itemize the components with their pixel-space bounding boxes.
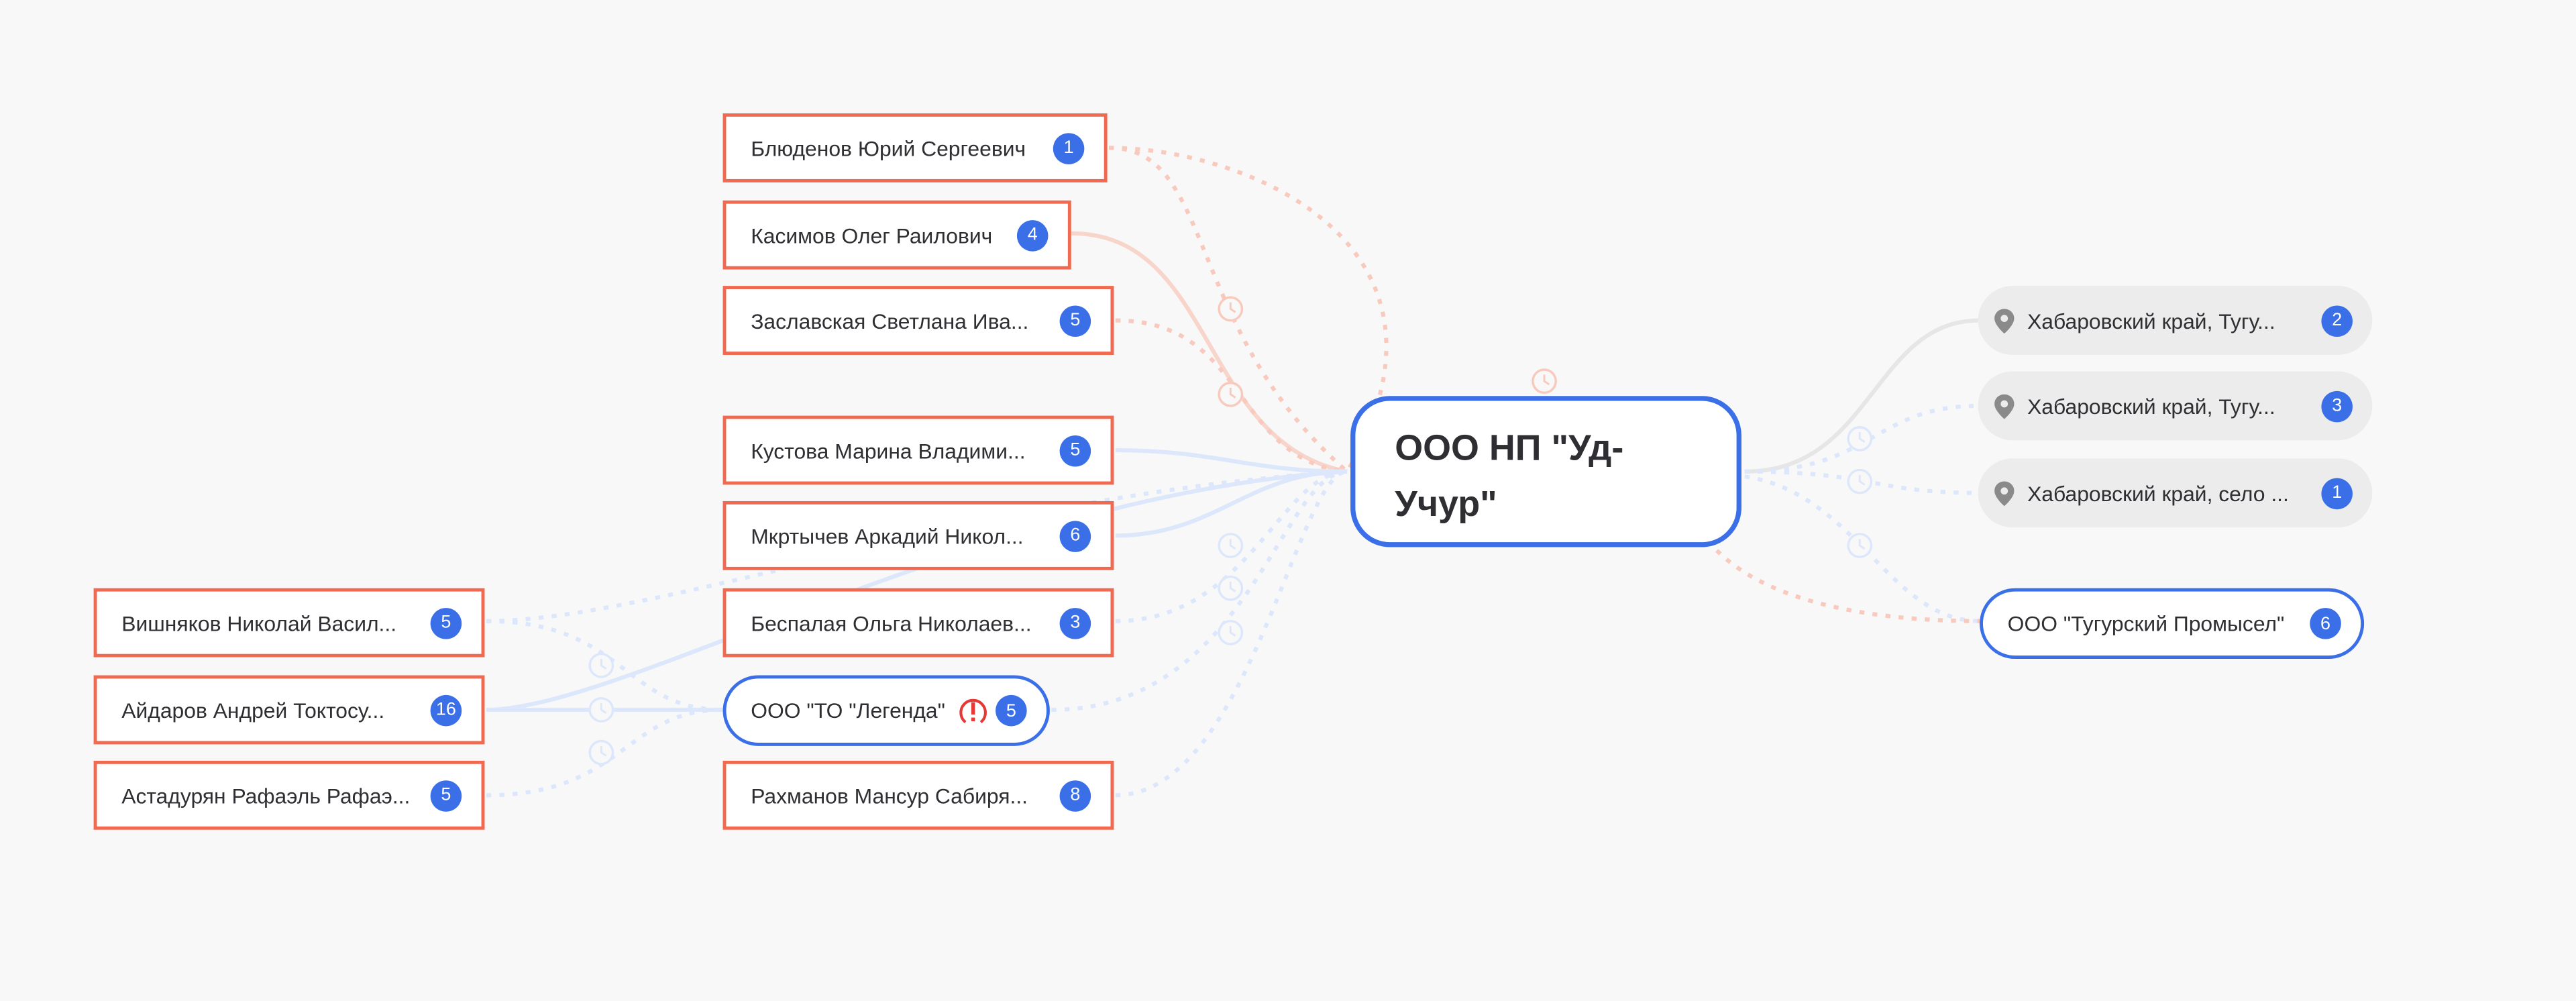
node-person[interactable]: Касимов Олег Раилович 4	[722, 200, 1071, 270]
clock-hands	[1229, 302, 1236, 313]
node-label: Рахманов Мансур Сабиря...	[751, 782, 1028, 808]
node-address[interactable]: Хабаровский край, Тугу... 2	[1978, 286, 2373, 355]
node-person[interactable]: Айдаров Андрей Токтосу... 16	[93, 675, 485, 745]
link-bludenov-2	[1109, 146, 1349, 474]
count-badge: 1	[2321, 477, 2353, 509]
count-badge: 1	[1053, 132, 1085, 164]
node-label: Касимов Олег Раилович	[751, 222, 993, 248]
clock-icon	[588, 697, 614, 723]
node-label: Блюденов Юрий Сергеевич	[751, 136, 1026, 160]
node-label: Заславская Светлана Ива...	[751, 308, 1029, 333]
node-label: Хабаровский край, Тугу...	[2027, 393, 2275, 419]
clock-icon	[1218, 296, 1244, 322]
link-address-1	[1744, 318, 1980, 474]
count-badge: 5	[1059, 305, 1091, 336]
node-company[interactable]: ООО "ТО "Легенда" 5	[722, 675, 1050, 746]
clock-icon	[1218, 575, 1244, 601]
link-kasimov	[1071, 231, 1348, 474]
count-badge: 3	[1059, 607, 1091, 639]
clock-icon	[1218, 620, 1244, 645]
count-badge: 5	[430, 780, 462, 811]
count-badge: 4	[1016, 219, 1049, 251]
node-person[interactable]: Кустова Марина Владими... 5	[722, 415, 1114, 485]
node-company[interactable]: ООО "Тугурский Промысел" 6	[1980, 588, 2365, 660]
center-node-title: ООО НП "Уд-Учур"	[1395, 427, 1624, 525]
node-label: Айдаров Андрей Токтосу...	[121, 697, 385, 723]
count-badge: 6	[1059, 520, 1091, 551]
count-badge: 2	[2321, 305, 2353, 336]
clock-hands	[1229, 581, 1236, 592]
node-label: Хабаровский край, Тугу...	[2027, 308, 2275, 333]
link-legenda	[1051, 469, 1348, 713]
clock-icon	[1218, 381, 1244, 407]
node-label: Мкртычев Аркадий Никол...	[751, 523, 1024, 548]
clock-icon	[588, 739, 614, 766]
clock-icon	[1218, 533, 1244, 558]
node-person[interactable]: Рахманов Мансур Сабиря... 8	[722, 760, 1114, 830]
count-badge: 8	[1059, 780, 1091, 811]
clock-icon	[588, 652, 614, 678]
link-bludenov	[1109, 146, 1389, 473]
link-tugursky	[1744, 474, 1980, 623]
link-address-3	[1744, 469, 1980, 495]
clock-hands	[600, 703, 607, 715]
node-label: Кустова Марина Владими...	[751, 437, 1026, 463]
link-tugursky-2	[1715, 549, 1980, 623]
location-pin-icon	[1994, 480, 2015, 506]
node-person[interactable]: Беспалая Ольга Николаев... 3	[722, 588, 1114, 657]
clock-hands	[600, 745, 607, 757]
link-mkrtychev	[1115, 469, 1348, 538]
node-label: Вишняков Николай Васил...	[121, 610, 397, 635]
count-badge: 5	[996, 694, 1027, 727]
node-person[interactable]: Заславская Светлана Ива... 5	[722, 286, 1114, 355]
node-label: Хабаровский край, село ...	[2027, 480, 2289, 506]
node-person[interactable]: Вишняков Николай Васил... 5	[93, 588, 485, 657]
count-badge: 3	[2321, 390, 2353, 422]
clock-icon	[1532, 368, 1557, 394]
count-badge: 16	[430, 694, 462, 726]
clock-hands	[1229, 626, 1236, 637]
location-pin-icon	[1994, 308, 2015, 333]
link-kustova	[1115, 447, 1348, 474]
node-label: Астадурян Рафаэль Рафаэ...	[121, 782, 411, 808]
clock-hands	[1543, 374, 1550, 386]
clock-hands	[600, 659, 607, 670]
node-person[interactable]: Блюденов Юрий Сергеевич 1	[722, 113, 1108, 182]
node-label: ООО "ТО "Легенда"	[751, 698, 945, 723]
warning-icon	[960, 698, 987, 723]
count-badge: 6	[2310, 608, 2341, 639]
node-address[interactable]: Хабаровский край, Тугу... 3	[1978, 371, 2373, 441]
node-address[interactable]: Хабаровский край, село ... 1	[1978, 458, 2373, 528]
count-badge: 5	[430, 607, 462, 639]
clock-icon	[1847, 426, 1873, 452]
clock-hands	[1229, 539, 1236, 550]
clock-hands	[1858, 432, 1866, 443]
clock-hands	[1858, 539, 1866, 550]
node-person[interactable]: Астадурян Рафаэль Рафаэ... 5	[93, 760, 485, 830]
count-badge: 5	[1059, 434, 1091, 466]
node-label: Беспалая Ольга Николаев...	[751, 610, 1032, 635]
clock-icon	[1847, 533, 1873, 558]
clock-hands	[1858, 474, 1866, 486]
node-label: ООО "Тугурский Промысел"	[2007, 611, 2285, 636]
clock-icon	[1847, 468, 1873, 494]
location-pin-icon	[1994, 393, 2015, 419]
center-node[interactable]: ООО НП "Уд-Учур"	[1350, 396, 1741, 547]
node-person[interactable]: Мкртычев Аркадий Никол... 6	[722, 500, 1114, 570]
clock-hands	[1229, 387, 1236, 399]
link-rakhmanov	[1115, 469, 1348, 798]
